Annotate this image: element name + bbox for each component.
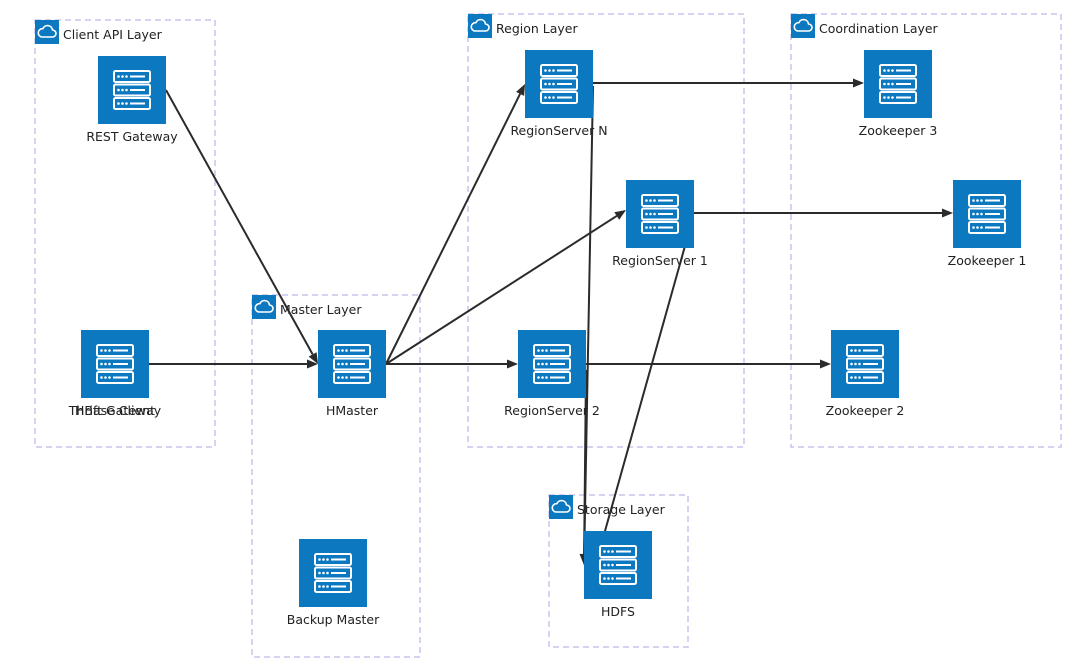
server-icon: [98, 56, 166, 124]
node-rest[interactable]: REST Gateway: [86, 56, 178, 144]
node-label: Zookeeper 2: [826, 403, 905, 418]
arrowhead: [820, 359, 831, 369]
arrowhead: [942, 208, 953, 218]
group-master: Master Layer: [251, 294, 421, 658]
edge-line: [165, 89, 314, 355]
node-thrift[interactable]: Thrift Gateway: [68, 330, 162, 418]
cloud-icon: [468, 14, 492, 38]
server-icon: [81, 330, 149, 398]
server-icon: [525, 50, 593, 118]
node-label: RegionServer 1: [612, 253, 708, 268]
node-rs1[interactable]: RegionServer 1: [612, 180, 708, 268]
arrowhead: [516, 84, 525, 96]
node-hmaster[interactable]: HMaster: [318, 330, 386, 418]
group-label: Storage Layer: [577, 502, 666, 517]
edges-layer: [149, 78, 953, 565]
group-region: Region Layer: [467, 13, 745, 448]
edge-line: [385, 215, 618, 365]
arrowhead: [308, 352, 318, 364]
edge-rsn-to-hdfs: [579, 85, 594, 565]
node-label: RegionServer 2: [504, 403, 600, 418]
node-hdfs[interactable]: HDFS: [584, 531, 652, 619]
group-border: [467, 13, 745, 448]
cloud-icon: [549, 495, 573, 519]
group-border: [548, 494, 689, 648]
server-icon: [318, 330, 386, 398]
edge-line: [385, 93, 522, 365]
group-storage: Storage Layer: [548, 494, 689, 648]
group-label: Coordination Layer: [819, 21, 939, 36]
node-rsn[interactable]: RegionServer N: [510, 50, 608, 138]
node-label: REST Gateway: [86, 129, 178, 144]
server-icon: [953, 180, 1021, 248]
server-icon: [864, 50, 932, 118]
node-label: Thrift Gateway: [68, 403, 162, 418]
server-icon: [518, 330, 586, 398]
server-icon: [626, 180, 694, 248]
node-label: HBase Client: [75, 403, 155, 418]
arrowhead: [614, 210, 626, 220]
edge-hmaster-to-rs1: [385, 210, 626, 365]
node-label: Zookeeper 1: [948, 253, 1027, 268]
group-client: Client API Layer: [34, 19, 216, 448]
server-icon: [831, 330, 899, 398]
node-rs2[interactable]: RegionServer 2: [504, 330, 600, 418]
group-border: [34, 19, 216, 448]
edge-rs2-to-zk2: [586, 359, 831, 369]
edge-hmaster-to-rsn: [385, 84, 525, 365]
server-icon: [299, 539, 367, 607]
group-label: Region Layer: [496, 21, 578, 36]
node-label: HMaster: [326, 403, 379, 418]
group-label: Master Layer: [280, 302, 362, 317]
arrowhead: [853, 78, 864, 88]
node-label: Zookeeper 3: [859, 123, 938, 138]
edge-rsn-to-zk3: [593, 78, 864, 88]
group-border: [251, 294, 421, 658]
cloud-icon: [791, 14, 815, 38]
edge-line: [600, 245, 686, 546]
group-label: Client API Layer: [63, 27, 163, 42]
node-backup[interactable]: Backup Master: [287, 539, 380, 627]
cloud-icon: [252, 295, 276, 319]
node-zk3[interactable]: Zookeeper 3: [859, 50, 938, 138]
node-label: RegionServer N: [510, 123, 607, 138]
arrowhead: [507, 359, 518, 369]
node-label: HDFS: [601, 604, 635, 619]
edge-hmaster-to-rs2: [386, 359, 518, 369]
group-coordination: Coordination Layer: [790, 13, 1062, 448]
arrowhead: [307, 359, 318, 369]
server-icon: [584, 531, 652, 599]
node-zk1[interactable]: Zookeeper 1: [948, 180, 1027, 268]
group-border: [790, 13, 1062, 448]
cloud-icon: [35, 20, 59, 44]
edge-line: [583, 369, 587, 555]
node-zk2[interactable]: Zookeeper 2: [826, 330, 905, 418]
edge-rest-to-hmaster: [165, 89, 318, 364]
node-label: Backup Master: [287, 612, 380, 627]
edge-rs1-to-zk1: [694, 208, 953, 218]
edge-thrift-to-hmaster: [149, 359, 318, 369]
node-hbase_client[interactable]: HBase Client: [75, 330, 155, 418]
